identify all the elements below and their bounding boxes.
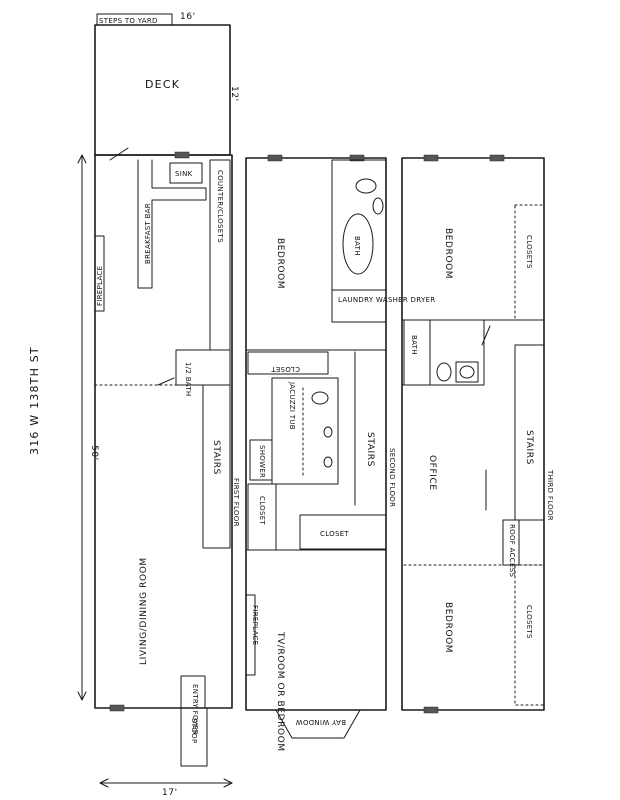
breakfast-bar-label: BREAKFAST BAR: [144, 203, 152, 264]
sink: [169, 162, 203, 184]
fireplace-first-label: FIREPLACE: [96, 266, 104, 306]
entry-foyer-label: ENTRY FOYER: [191, 684, 199, 735]
bay-window: [275, 709, 361, 739]
second-floor-caption: SECOND FLOOR: [388, 448, 396, 507]
first-floor: STEPS TO YARD DECK SINK BREAKFAST BAR CO…: [94, 13, 240, 767]
second-floor-outline: [245, 157, 387, 711]
third-bedroom-bottom-label: BEDROOM: [443, 602, 453, 653]
dim-bottom-width: 17': [162, 788, 178, 798]
closet-left-2-label: CLOSET: [258, 496, 266, 525]
second-bedroom-label: BEDROOM: [275, 238, 285, 289]
sink-2c: [323, 456, 333, 468]
sink-2a: [372, 197, 384, 215]
steps-to-yard-label: STEPS TO YARD: [99, 17, 158, 25]
rear-door-hinge: [174, 151, 190, 159]
roof-access-label: ROOF ACCESS: [508, 524, 516, 577]
stairs-third-label: STAIRS: [524, 430, 534, 465]
steps-to-yard: [96, 13, 173, 26]
sink-2b: [323, 426, 333, 438]
dim-length-arrow-top: [77, 154, 87, 164]
laundry: [331, 289, 387, 323]
closets-bottom-3-label: CLOSETS: [525, 605, 533, 639]
half-bath-label: 1/2 BATH: [184, 362, 192, 396]
bathtub-2: [342, 213, 374, 275]
laundry-label: LAUNDRY WASHER DRYER: [338, 296, 435, 304]
third-bath-door: [481, 325, 491, 346]
second-bath-label: BATH: [353, 236, 361, 256]
dim-length-arrow-bottom: [77, 691, 87, 701]
third-floor: BEDROOM CLOSETS BATH OFFICE STAIRS THIRD…: [401, 154, 554, 714]
deck-label: DECK: [145, 78, 180, 91]
front-door-hinge: [109, 704, 125, 712]
jacuzzi-label: JACUZZI TUB: [288, 381, 296, 430]
closets-bottom-3: [514, 564, 545, 706]
closet-top-2: [247, 351, 329, 375]
fireplace-second: [245, 594, 256, 676]
second-hinge-2: [349, 154, 365, 162]
stairs-third: [514, 344, 545, 521]
second-hinge-1: [267, 154, 283, 162]
third-hinge-3: [423, 706, 439, 714]
dim-length: 50': [89, 445, 99, 461]
stairs-first: [202, 384, 231, 549]
address-label: 316 W 138TH ST: [28, 346, 41, 455]
third-floor-outline: [401, 157, 545, 711]
shower: [249, 439, 273, 481]
closet-mid-2-label: CLOSET: [320, 530, 349, 538]
first-floor-outline: [94, 154, 233, 709]
second-floor: BEDROOM BATH LAUNDRY WASHER DRYER CLOSET…: [245, 154, 435, 752]
dim-bottom-arrow-right: [223, 778, 233, 788]
third-bedroom-top-label: BEDROOM: [443, 228, 453, 279]
sink-3-basin: [459, 365, 475, 379]
closets-top-3-label: CLOSETS: [525, 235, 533, 269]
breakfast-bar: [137, 159, 207, 289]
toilet-3: [436, 362, 452, 382]
half-bath-door: [157, 377, 175, 386]
living-dining-label: LIVING/DINING ROOM: [139, 557, 149, 665]
sink-3: [455, 361, 479, 383]
toilet-2b: [311, 391, 329, 405]
stairs-first-label: STAIRS: [211, 440, 221, 475]
third-bath-label: BATH: [410, 335, 418, 355]
bay-window-label: BAY WINDOW: [295, 718, 346, 726]
closet-top-2-label: CLOSET: [271, 365, 300, 373]
stoop-label: STOOP: [190, 718, 198, 743]
shower-label: SHOWER: [258, 445, 266, 478]
jacuzzi-bath: [271, 377, 339, 485]
stoop: [180, 707, 208, 767]
fireplace-first: [94, 235, 105, 312]
fireplace-second-label: FIREPLACE: [251, 605, 259, 645]
toilet-2a: [355, 178, 377, 194]
tv-room-label: TV/ROOM OR BEDROOM: [275, 631, 285, 752]
master-bath: [331, 159, 387, 291]
third-floor-caption: THIRD FLOOR: [546, 469, 554, 521]
closet-mid-2: [299, 514, 387, 550]
dim-bottom-arrow-left: [99, 778, 109, 788]
counter-closets-label: COUNTER/CLOSETS: [216, 170, 224, 243]
office-label: OFFICE: [427, 455, 437, 491]
sink-label: SINK: [175, 170, 193, 178]
stairs-second-label: STAIRS: [365, 432, 375, 467]
third-hinge-2: [489, 154, 505, 162]
dim-deck-depth: 12': [229, 86, 239, 102]
rear-door-swing: [109, 147, 129, 161]
closets-top-3: [514, 204, 545, 321]
dim-top-width: 16': [180, 12, 196, 22]
third-hinge-1: [423, 154, 439, 162]
first-floor-caption: FIRST FLOOR: [232, 478, 240, 527]
